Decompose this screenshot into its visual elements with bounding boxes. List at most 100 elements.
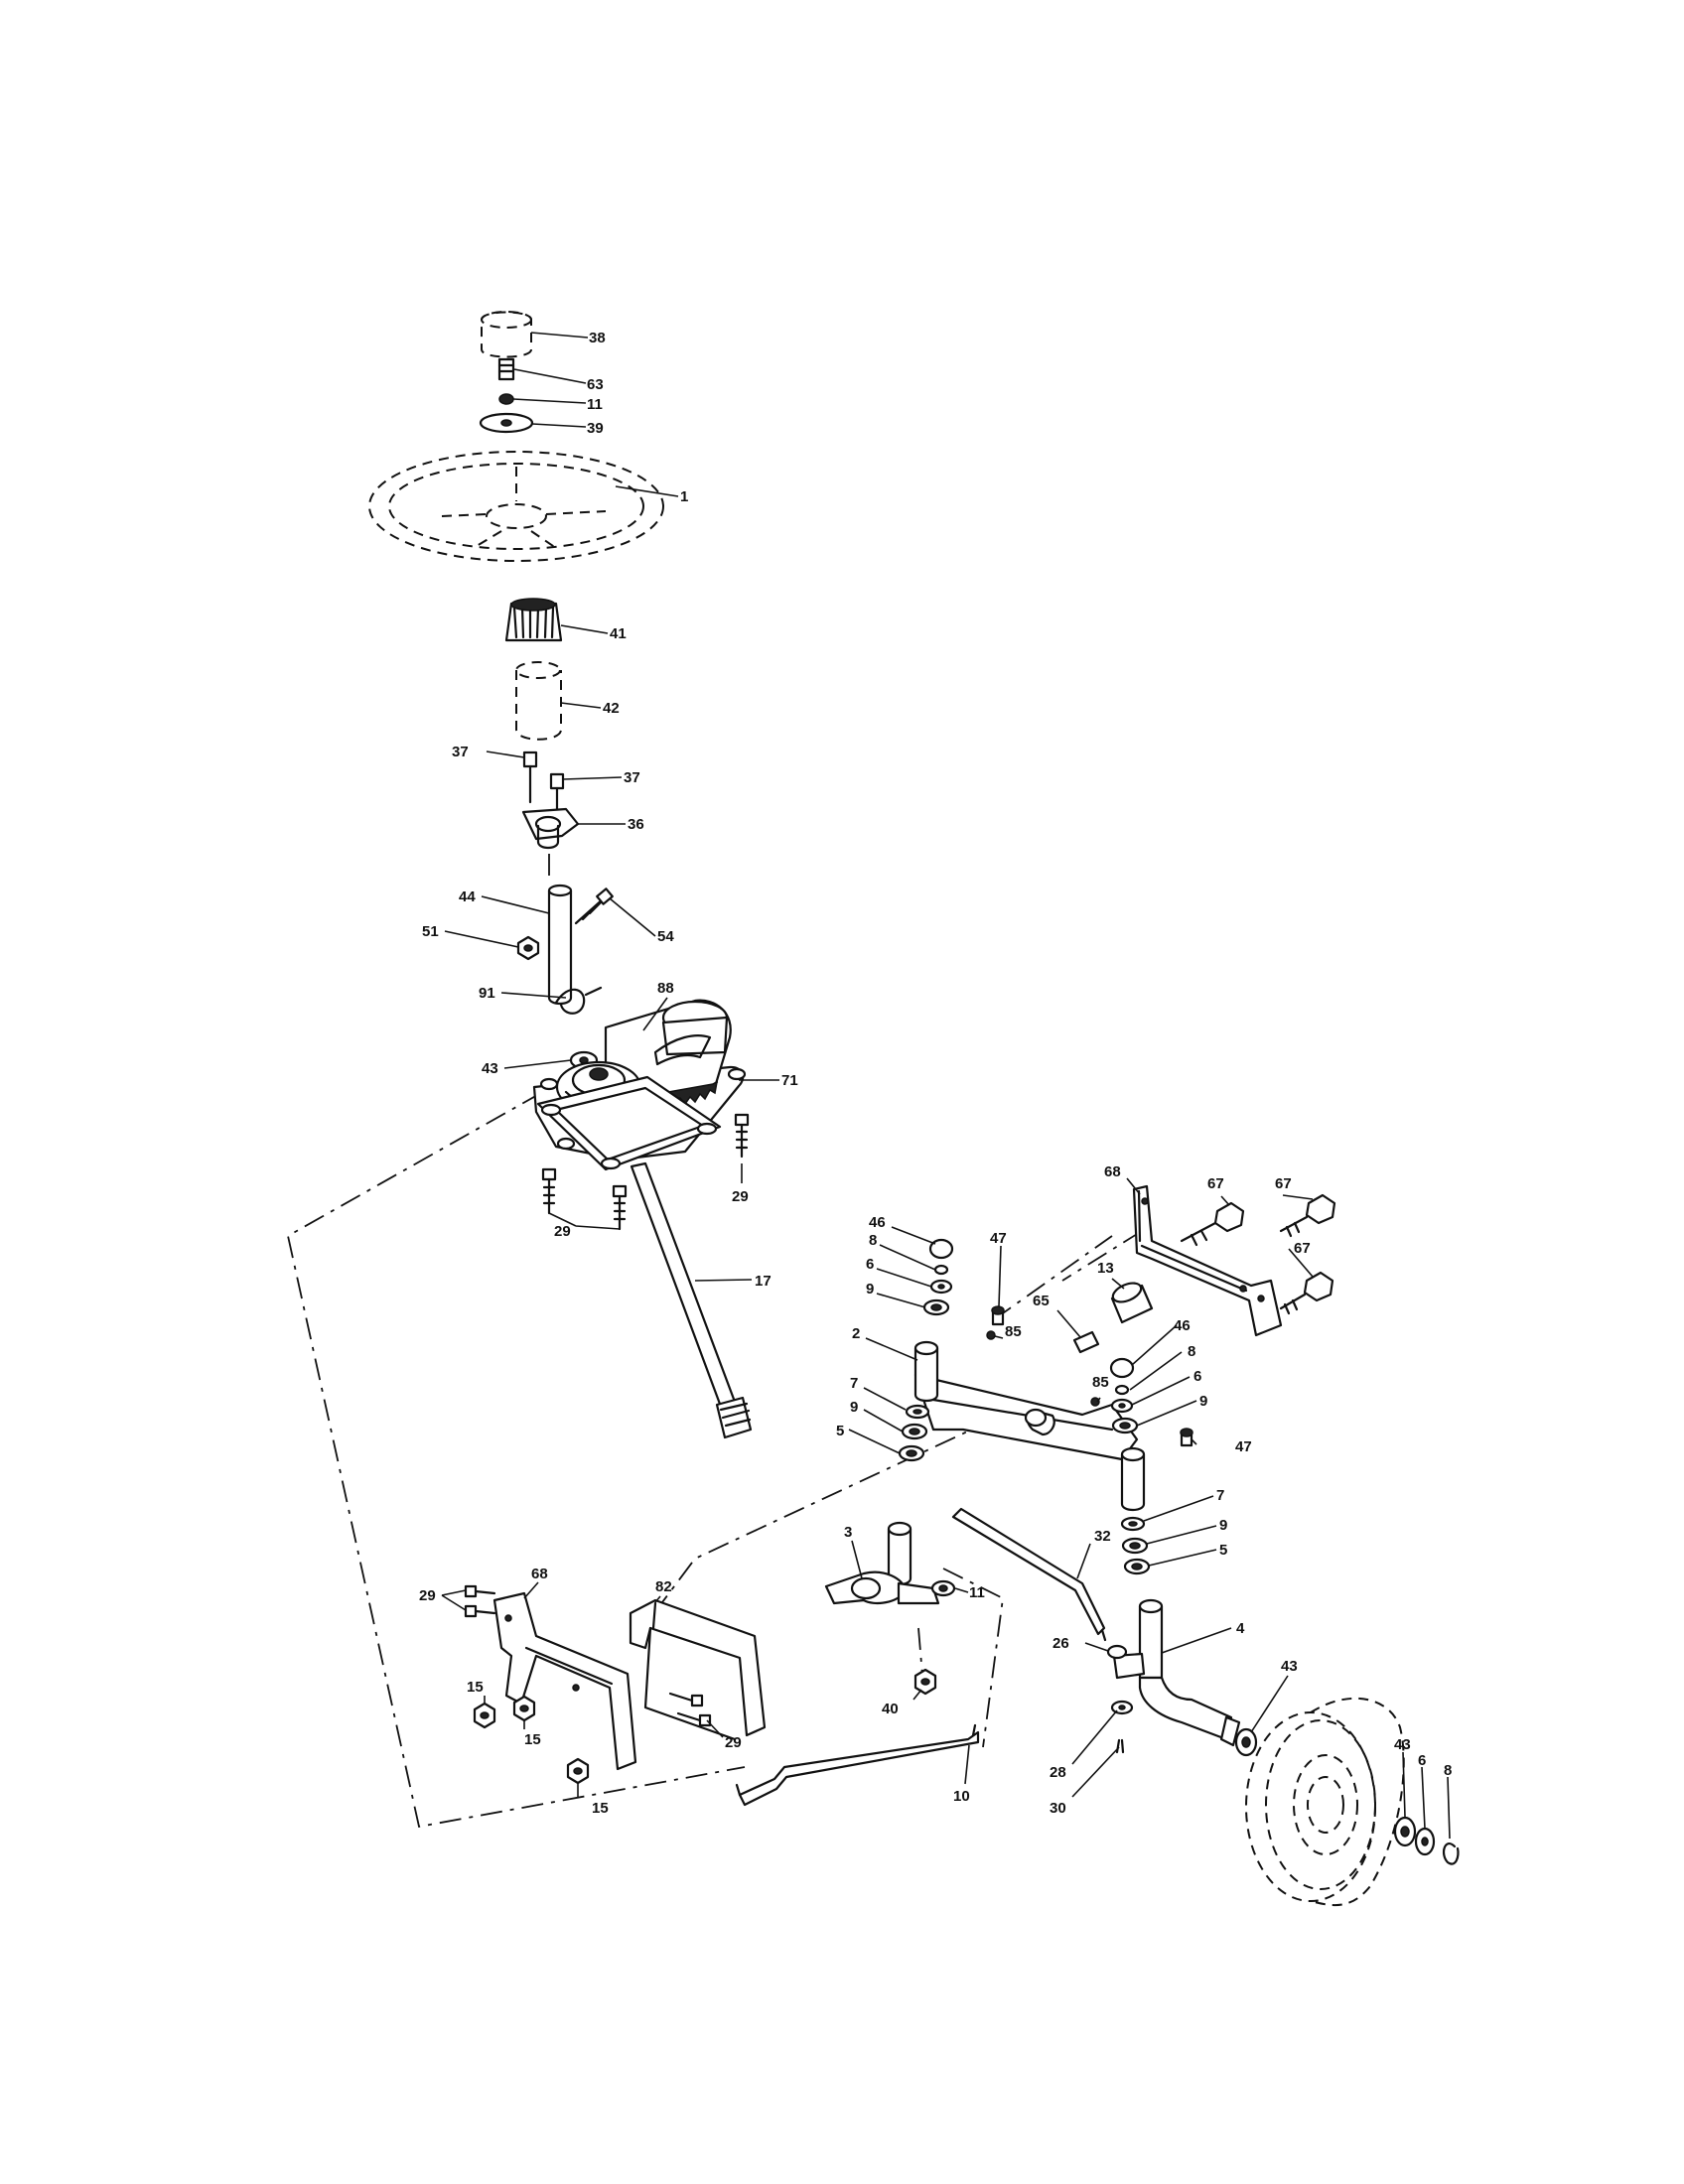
callout-47-left: 47	[990, 1230, 1007, 1247]
callout-67-a: 67	[1207, 1175, 1224, 1192]
callout-47-right: 47	[1235, 1438, 1252, 1455]
callout-40: 40	[882, 1701, 899, 1717]
bushing-5-right	[1123, 1558, 1151, 1575]
bearing-9-left-lower	[901, 1423, 928, 1440]
bolt-29-left-bracket-c	[668, 1692, 704, 1707]
callout-43-wheel-outer: 43	[1394, 1736, 1411, 1753]
steering-shaft-44	[547, 884, 573, 1006]
grease-cap-46-left	[928, 1238, 954, 1260]
callout-15-c: 15	[592, 1800, 609, 1817]
callout-43-wheel-inner: 43	[1281, 1658, 1298, 1675]
callout-5-right: 5	[1219, 1542, 1227, 1559]
horn-cap-38	[481, 311, 532, 358]
callout-51: 51	[422, 923, 439, 940]
callout-8-wheel: 8	[1444, 1762, 1452, 1779]
callout-3: 3	[844, 1524, 852, 1541]
callout-1: 1	[680, 488, 688, 505]
callout-36: 36	[628, 816, 644, 833]
axle-spindle-tube-left	[913, 1340, 939, 1403]
callout-labels: 38 63 11 39 1 41 42 37 37 36 44 54 51 91…	[419, 330, 1452, 1817]
nut-15-b	[512, 1695, 536, 1722]
bearing-9-right-upper	[1111, 1417, 1139, 1434]
ring-8-left	[933, 1264, 949, 1276]
bolt-37-right	[549, 772, 565, 811]
callout-67-c: 67	[1294, 1240, 1311, 1257]
pivot-bushing-13	[1110, 1282, 1154, 1324]
grease-fitting-47-left	[991, 1305, 1005, 1326]
axle-bracket-68-right	[1132, 1184, 1283, 1337]
callout-29-left: 29	[554, 1223, 571, 1240]
bearing-9-left-upper	[922, 1298, 950, 1316]
callout-17: 17	[755, 1273, 772, 1290]
callout-4: 4	[1236, 1620, 1245, 1637]
grease-fitting-85-left	[986, 1330, 996, 1340]
front-wheel	[1245, 1697, 1405, 1907]
callout-29-right: 29	[732, 1188, 749, 1205]
spacer-42	[515, 661, 562, 741]
retaining-ring-8-wheel	[1442, 1843, 1460, 1865]
callout-30: 30	[1050, 1800, 1066, 1817]
callout-9-left-upper: 9	[866, 1281, 874, 1297]
callout-11: 11	[587, 396, 603, 413]
callout-85-right: 85	[1092, 1374, 1109, 1391]
adapter-41	[504, 598, 563, 642]
grease-cap-46-right	[1109, 1357, 1135, 1379]
nut-26	[1106, 1644, 1128, 1660]
callout-88: 88	[657, 980, 674, 997]
callout-37-left: 37	[452, 744, 469, 760]
callout-7-left: 7	[850, 1375, 858, 1392]
nut-11-steering-arm	[930, 1579, 956, 1597]
callout-29-left-bracket: 29	[419, 1587, 436, 1604]
bolt-29-right-upper	[734, 1113, 750, 1159]
callout-26: 26	[1052, 1635, 1069, 1652]
bolt-63	[497, 357, 515, 381]
drag-link-32	[951, 1507, 1107, 1642]
bracket-82	[629, 1598, 767, 1741]
callout-68-left: 68	[531, 1566, 548, 1582]
callout-6-left: 6	[866, 1256, 874, 1273]
callout-6-wheel: 6	[1418, 1752, 1426, 1769]
cotter-pin-30	[1115, 1738, 1125, 1754]
callout-9-right-lower: 9	[1219, 1517, 1227, 1534]
callout-38: 38	[589, 330, 606, 346]
bearing-flange-36	[521, 807, 580, 850]
callout-29-right-bracket: 29	[725, 1734, 742, 1751]
callout-7-right: 7	[1216, 1487, 1224, 1504]
callout-91: 91	[479, 985, 495, 1002]
callout-41: 41	[610, 625, 627, 642]
spindle-4-right	[1112, 1598, 1241, 1747]
ring-8-right	[1114, 1384, 1130, 1396]
leader-lines	[441, 332, 1451, 1840]
steering-base-plate	[536, 1075, 722, 1171]
washer-43-wheel-outer	[1393, 1816, 1417, 1847]
axle-bracket-68-left	[492, 1591, 637, 1771]
spindle-3-left	[824, 1521, 940, 1605]
bolt-29-left-1	[541, 1167, 557, 1215]
callout-9-right-upper: 9	[1199, 1393, 1207, 1410]
steering-wheel-1	[368, 451, 664, 562]
bolt-29-left-bracket-d	[676, 1711, 712, 1727]
axle-spindle-tube-right	[1120, 1446, 1146, 1512]
pin-65	[1072, 1330, 1100, 1354]
bearing-9-right-lower	[1121, 1537, 1149, 1555]
bushing-5-left	[898, 1444, 925, 1462]
callout-32: 32	[1094, 1528, 1111, 1545]
callout-46-right: 46	[1174, 1317, 1191, 1334]
bolt-29-left-bracket-b	[464, 1604, 496, 1618]
nut-15-c	[566, 1757, 590, 1785]
washer-7-left	[905, 1404, 930, 1420]
callout-9-left-lower: 9	[850, 1399, 858, 1416]
callout-8-right: 8	[1188, 1343, 1195, 1360]
bolt-54	[574, 887, 614, 925]
washer-6-left	[929, 1279, 953, 1295]
washer-39	[479, 412, 534, 434]
callout-44: 44	[459, 888, 476, 905]
callout-46-left: 46	[869, 1214, 886, 1231]
callout-82: 82	[655, 1578, 672, 1595]
grease-fitting-85-right	[1090, 1397, 1100, 1407]
callout-67-b: 67	[1275, 1175, 1292, 1192]
washer-43-wheel-inner	[1234, 1727, 1258, 1757]
grease-fitting-47-right	[1180, 1428, 1193, 1447]
callout-71: 71	[781, 1072, 798, 1089]
callout-15-b: 15	[524, 1731, 541, 1748]
